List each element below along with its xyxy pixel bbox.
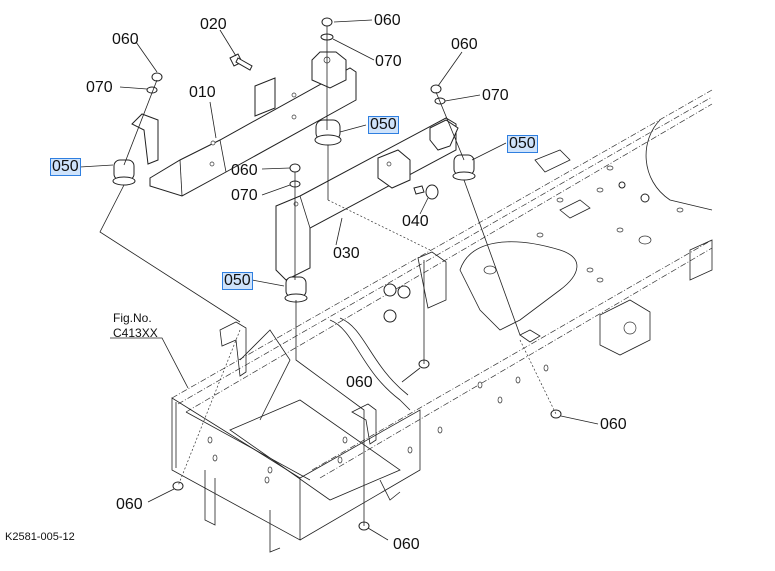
fig-reference[interactable]: Fig.No. C413XX xyxy=(113,311,158,341)
rubber-mount-left xyxy=(112,159,136,186)
callout-060[interactable]: 060 xyxy=(346,374,373,391)
chassis-frame xyxy=(171,89,713,553)
callout-020[interactable]: 020 xyxy=(200,16,227,33)
rubber-mount-right xyxy=(452,154,476,181)
rubber-mount-center-bottom xyxy=(284,276,308,303)
leader-lines xyxy=(79,19,599,541)
fig-no-value: C413XX xyxy=(113,326,158,340)
callout-050-highlighted[interactable]: 050 xyxy=(368,116,399,134)
callout-060[interactable]: 060 xyxy=(231,162,258,179)
callout-060[interactable]: 060 xyxy=(451,36,478,53)
callout-060[interactable]: 060 xyxy=(116,496,143,513)
rubber-mount-center-top xyxy=(314,119,342,146)
callout-060[interactable]: 060 xyxy=(600,416,627,433)
fasteners xyxy=(112,17,562,531)
callout-060[interactable]: 060 xyxy=(374,12,401,29)
callout-070[interactable]: 070 xyxy=(231,187,258,204)
callout-050-highlighted[interactable]: 050 xyxy=(222,272,253,290)
callout-070[interactable]: 070 xyxy=(482,87,509,104)
callout-010[interactable]: 010 xyxy=(189,84,216,101)
bracket-010 xyxy=(131,51,357,197)
callout-070[interactable]: 070 xyxy=(86,79,113,96)
callout-070[interactable]: 070 xyxy=(375,53,402,70)
drawing-id: K2581-005-12 xyxy=(5,531,75,543)
bolt-040 xyxy=(413,184,439,200)
callout-040[interactable]: 040 xyxy=(402,213,429,230)
assembly-lines xyxy=(99,26,557,526)
callout-060[interactable]: 060 xyxy=(112,31,139,48)
callout-060[interactable]: 060 xyxy=(393,536,420,553)
callout-030[interactable]: 030 xyxy=(333,245,360,262)
callout-050-highlighted[interactable]: 050 xyxy=(507,135,538,153)
callout-050-highlighted[interactable]: 050 xyxy=(50,158,81,176)
fig-no-label: Fig.No. xyxy=(113,311,152,325)
frame-holes xyxy=(207,165,684,484)
bolt-020 xyxy=(229,53,253,71)
